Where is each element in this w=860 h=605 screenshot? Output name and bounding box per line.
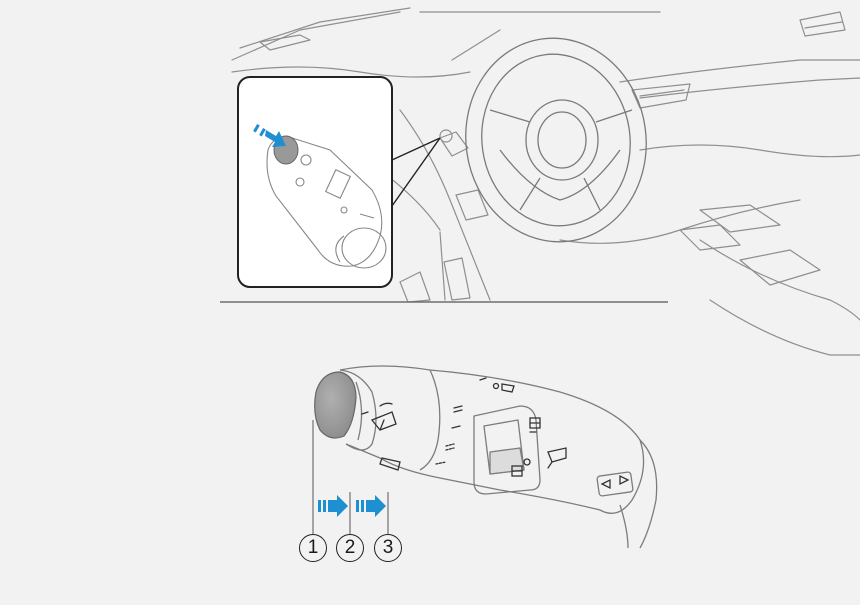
callout-3: 3 [374,534,402,562]
wiper-icon [370,402,397,431]
rear-wiper-icon [529,417,541,429]
callout-leaders [312,420,389,534]
lever-knob [314,371,357,439]
push-arrow-icon-step-1 [318,495,348,517]
inset-detail [237,76,393,288]
right-end-icon [600,474,630,490]
callout-2: 2 [336,534,364,562]
push-arrow-icon [253,124,286,147]
callout-1: 1 [299,534,327,562]
position-mark-3 [445,443,455,447]
position-mark-2 [451,425,461,429]
washer-icon [379,457,401,471]
car-interior-drawing [231,7,860,356]
top-symbols [479,377,515,393]
steering-wheel [465,37,647,243]
push-arrow-icon-step-2 [356,495,386,517]
rear-washer-icon [547,447,567,469]
position-mark-1 [453,405,463,409]
rear-wiper-icon-lower [511,465,523,477]
tick-mark [361,411,369,415]
